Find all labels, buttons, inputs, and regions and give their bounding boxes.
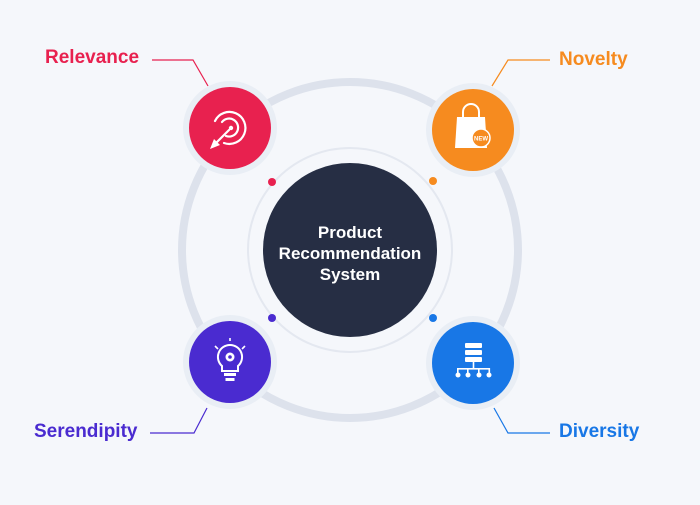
novelty-connector: [491, 59, 550, 87]
center-title: Product Recommendation System: [268, 222, 432, 285]
novelty-label: Novelty: [559, 49, 628, 70]
new-badge: NEW: [474, 137, 488, 143]
center-title-line2: Recommendation: [278, 244, 422, 263]
diversity-connector: [493, 407, 550, 434]
serendipity-dot: [268, 314, 276, 322]
relevance-dot: [268, 178, 276, 186]
center-title-line1: Product: [317, 223, 383, 242]
serendipity-connector: [150, 407, 208, 434]
relevance-connector: [152, 59, 209, 87]
serendipity-node: [183, 315, 277, 409]
diversity-label: Diversity: [559, 421, 640, 442]
novelty-node: NEW: [426, 83, 520, 177]
serendipity-label: Serendipity: [34, 421, 138, 442]
target-arrow-icon: [210, 110, 247, 149]
novelty-dot: [429, 177, 437, 185]
relevance-node: [183, 81, 277, 175]
new-shopping-bag-icon: NEW: [455, 103, 491, 148]
relevance-label: Relevance: [45, 47, 140, 68]
lightbulb-gear-icon: [214, 338, 246, 381]
center-circle: [263, 163, 437, 337]
outer-ring: [178, 78, 522, 422]
hierarchy-tree-icon: [455, 343, 492, 378]
center-title-line3: System: [319, 265, 381, 284]
diversity-node: [426, 316, 520, 410]
diversity-dot: [429, 314, 437, 322]
